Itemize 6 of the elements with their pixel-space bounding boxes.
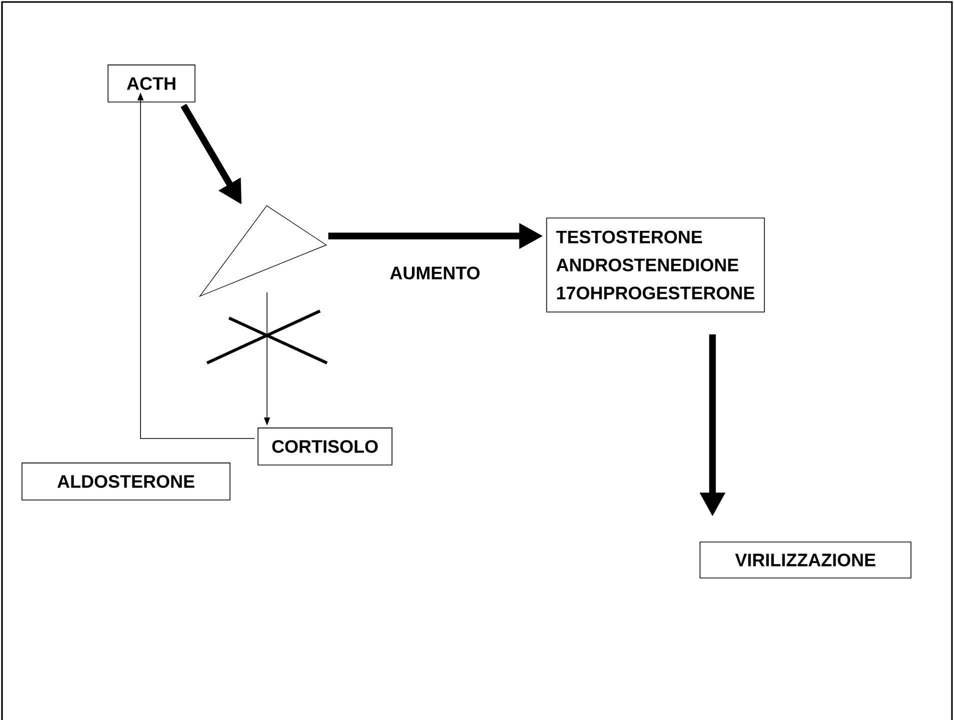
- hormone-box: CORTISOLO: [258, 428, 392, 466]
- edge-label: AUMENTO: [388, 265, 482, 281]
- hormone-box: ACTH: [108, 64, 196, 102]
- hormone-box: VIRILIZZAZIONE: [700, 542, 912, 578]
- hormone-box: ALDOSTERONE: [22, 462, 230, 500]
- hormone-box: TESTOSTERONE ANDROSTENEDIONE 17OHPROGESTERONE: [546, 218, 765, 312]
